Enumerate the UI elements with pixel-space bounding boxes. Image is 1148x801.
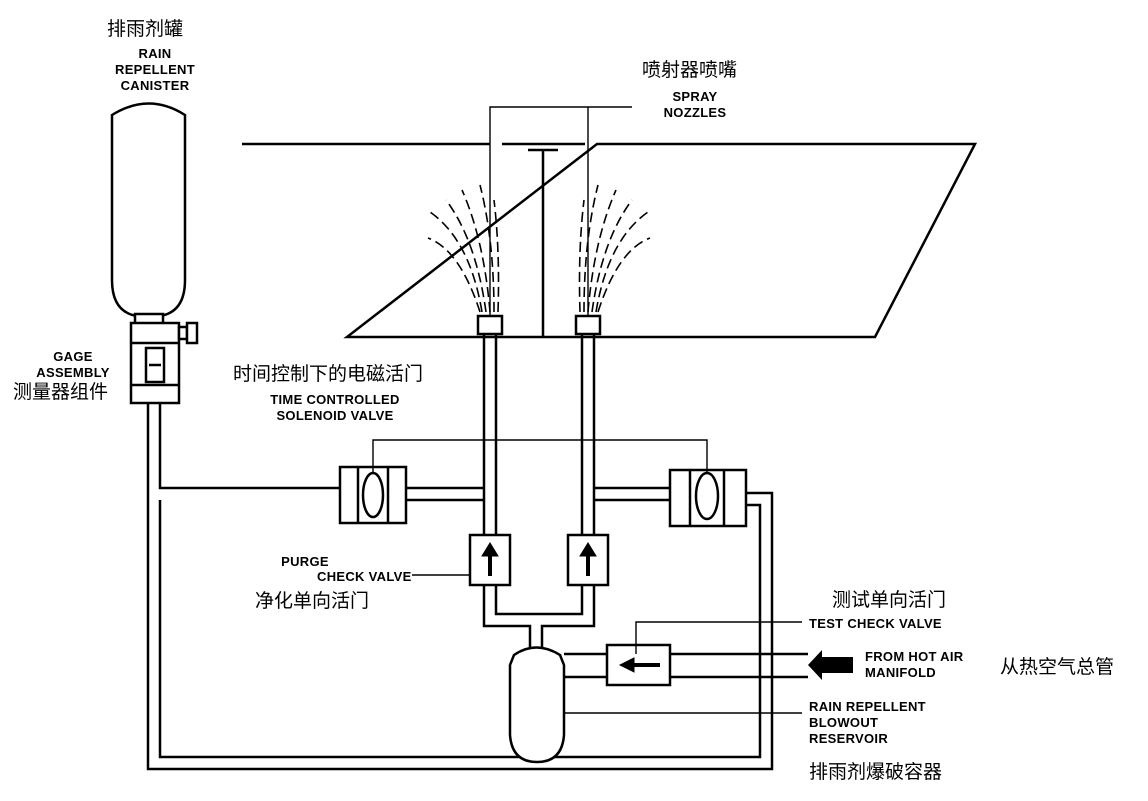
reservoir-label-en-1: RAIN REPELLENT [809,699,926,714]
reservoir-label-en-2: BLOWOUT [809,715,879,730]
canister-label-cn: 排雨剂罐 [107,18,184,40]
leader-lines [372,106,802,714]
nozzle-feed-lines [482,333,596,535]
purge-label-en-1: PURGE [281,554,329,569]
reservoir-label-en-3: RESERVOIR [809,731,889,746]
rain-repellent-canister [110,102,187,326]
solenoid-valve-left [338,465,408,525]
canister-label-en-2: REPELLENT [115,62,195,77]
hot-air-label-en-1: FROM HOT AIR [865,649,964,664]
hot-air-label-en-2: MANIFOLD [865,665,936,680]
test-check-label-en: TEST CHECK VALVE [809,616,942,631]
windshield [242,142,978,339]
purge-check-valve-right [566,533,610,587]
blowout-reservoir [508,646,566,764]
spray-nozzle-right [574,314,602,336]
purge-outlet-lines [482,585,596,648]
solenoid-valve-right [668,468,748,528]
gage-assembly [129,321,199,405]
gage-label-cn: 测量器组件 [13,381,109,403]
canister-label-en-3: CANISTER [120,78,190,93]
hot-air-line [564,652,808,679]
nozzles-label-en-1: SPRAY [672,89,718,104]
test-check-valve [605,643,672,687]
purge-check-valve-left [468,533,512,587]
nozzles-label-en-2: NOZZLES [663,105,727,120]
solenoid-label-cn: 时间控制下的电磁活门 [233,363,424,385]
nozzles-label-cn: 喷射器喷嘴 [642,59,738,81]
fluid-lines [146,403,774,771]
reservoir-label-cn: 排雨剂爆破容器 [809,761,943,783]
solenoid-label-en-1: TIME CONTROLLED [270,392,400,407]
hot-air-arrow [808,650,853,680]
purge-label-cn: 净化单向活门 [255,590,370,612]
hot-air-label-cn: 从热空气总管 [1000,656,1115,678]
gage-label-en-1: GAGE [53,349,93,364]
spray-plume-right [578,184,651,313]
solenoid-label-en-2: SOLENOID VALVE [276,408,394,423]
gage-label-en-2: ASSEMBLY [36,365,110,380]
purge-label-en-2: CHECK VALVE [317,569,412,584]
canister-label-en-1: RAIN [138,46,172,61]
spray-nozzle-left [476,314,504,336]
test-check-label-cn: 测试单向活门 [832,589,947,611]
